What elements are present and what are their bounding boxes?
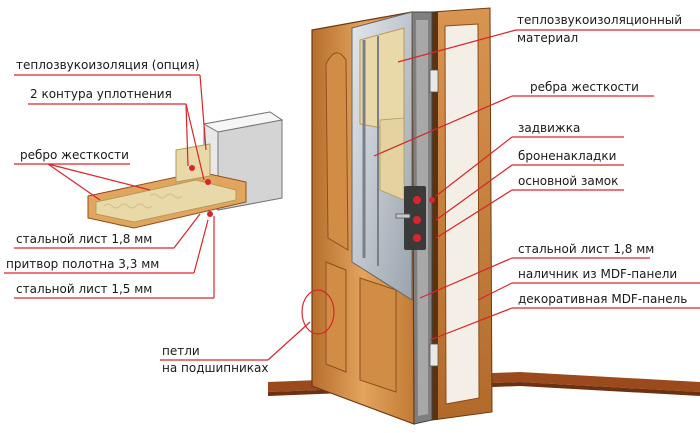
- label-decor-panel: декоративная MDF-панель: [518, 292, 688, 306]
- door-frame: [431, 7, 493, 421]
- leader-lines-left: [4, 74, 311, 361]
- label-thermal-option: теплозвукоизоляция (опция): [16, 58, 200, 72]
- label-thermal-material: теплозвукоизоляционный: [517, 13, 682, 27]
- label-leaf-rebate: притвор полотна 3,3 мм: [6, 257, 160, 271]
- label-stiffener-left: ребро жесткости: [20, 148, 129, 162]
- label-stiffener-right: ребра жесткости: [530, 80, 639, 94]
- label-bolt: задвижка: [518, 121, 581, 135]
- label-thermal-material-line1: теплозвукоизоляционный: [517, 13, 683, 27]
- label-thermal-material-line2: материал: [517, 31, 579, 45]
- label-hinges-2: на подшипниках: [162, 361, 269, 375]
- label-seal-contours: 2 контура уплотнения: [30, 87, 172, 101]
- label-steel-sheet-15: стальной лист 1,5 мм: [16, 282, 153, 296]
- label-steel-sheet-left: стальной лист 1,8 мм: [16, 232, 153, 246]
- label-steel-sheet-right: стальной лист 1,8 мм: [518, 242, 655, 256]
- label-hinges: петли: [162, 344, 200, 358]
- label-thermal-material-2: материал: [517, 31, 578, 45]
- door-leaf: [301, 11, 439, 425]
- leader-lines-right: [373, 29, 700, 341]
- cross-section: [87, 111, 284, 229]
- label-main-lock: основной замок: [518, 174, 619, 188]
- label-casing: наличник из MDF-панели: [518, 267, 678, 281]
- label-armor-plates: броненакладки: [518, 149, 617, 163]
